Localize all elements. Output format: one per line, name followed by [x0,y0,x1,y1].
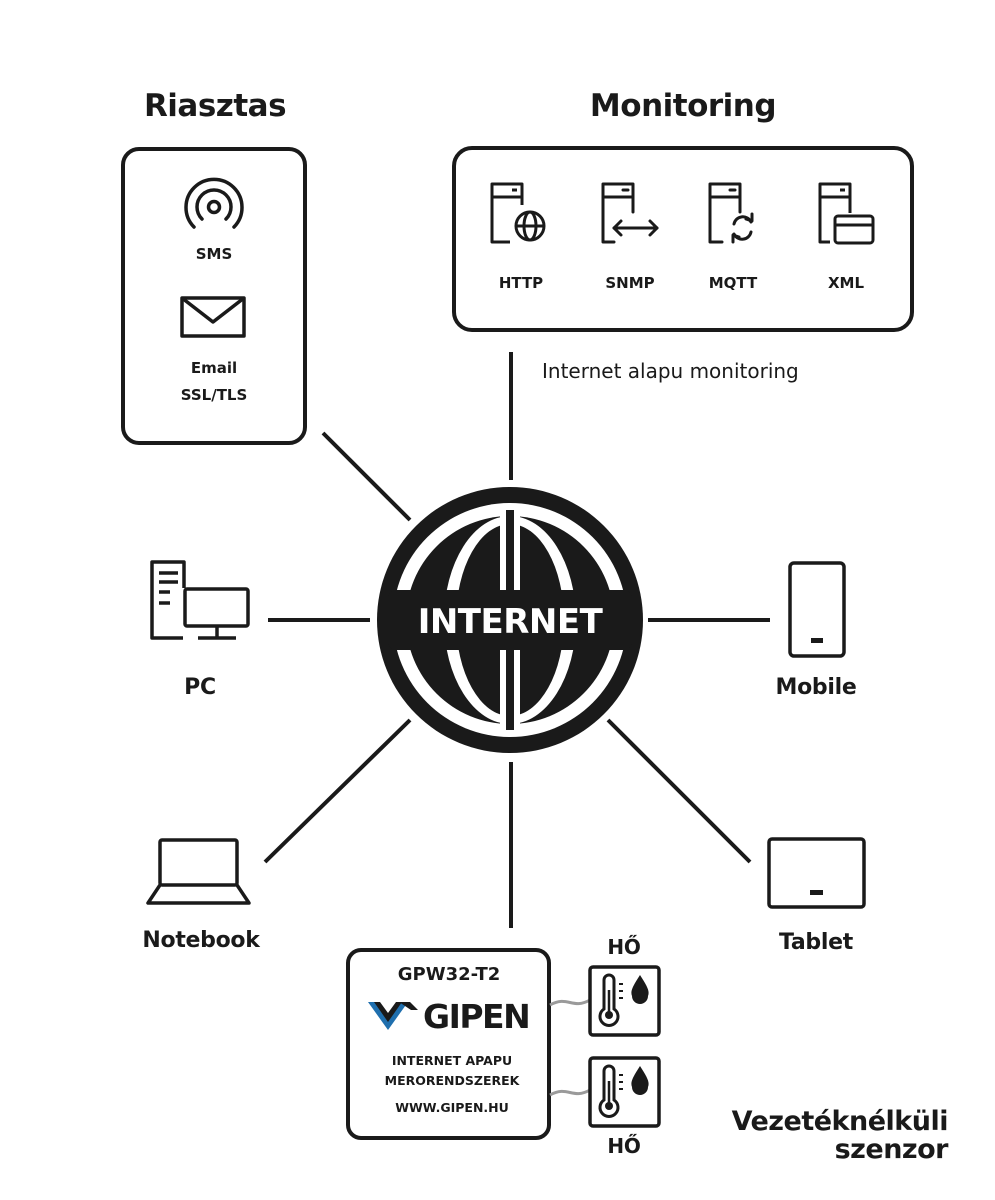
broadcast-icon [184,177,244,229]
line-tablet [606,718,752,864]
email-label: Email [191,359,237,377]
riasztas-box [121,147,307,445]
monitoring-caption: Internet alapu monitoring [542,359,799,383]
pc-icon [150,560,250,640]
device-box [346,948,551,1140]
mobile-icon [788,561,846,658]
envelope-icon [180,296,246,338]
pc-label: PC [184,675,216,700]
protocol-xml: XML [828,274,864,292]
thermometer-drop-icon [588,965,661,1037]
email-sub-label: SSL/TLS [181,386,248,404]
monitoring-box [452,146,914,332]
server-arrows-icon [601,182,659,244]
sensor-title-line2: szenzor [835,1134,950,1165]
protocol-http: HTTP [499,274,543,292]
sensor-top-label: HŐ [607,935,640,959]
server-window-icon [818,182,875,245]
protocol-mqtt: MQTT [709,274,758,292]
thermometer-drop-icon-2 [588,1056,661,1128]
sensor-bottom-label: HŐ [607,1134,640,1158]
notebook-icon [146,838,251,905]
notebook-label: Notebook [142,928,261,953]
sensor-title-line1: Vezetéknélküli [732,1106,948,1137]
sms-label: SMS [196,245,233,263]
gipen-logo-text: GIPEN [423,997,529,1036]
protocol-snmp: SNMP [605,274,654,292]
globe-icon [377,487,643,753]
tablet-label: Tablet [779,930,854,955]
tablet-icon [767,837,866,909]
device-line1: INTERNET APAPU [392,1053,512,1068]
riasztas-title: Riasztas [144,88,286,124]
line-riasztas [321,431,412,522]
monitoring-title: Monitoring [590,88,776,124]
line-notebook [263,718,412,864]
gipen-logo-mark [368,1002,418,1030]
mobile-label: Mobile [776,675,857,700]
server-refresh-icon [708,182,754,244]
device-model: GPW32-T2 [398,964,501,985]
sensor-wires [549,998,591,1097]
device-url: WWW.GIPEN.HU [395,1100,509,1115]
server-globe-icon [490,182,546,244]
device-line2: MERORENDSZEREK [385,1073,521,1088]
connector-lines [263,352,770,928]
internet-label: INTERNET [418,602,604,642]
